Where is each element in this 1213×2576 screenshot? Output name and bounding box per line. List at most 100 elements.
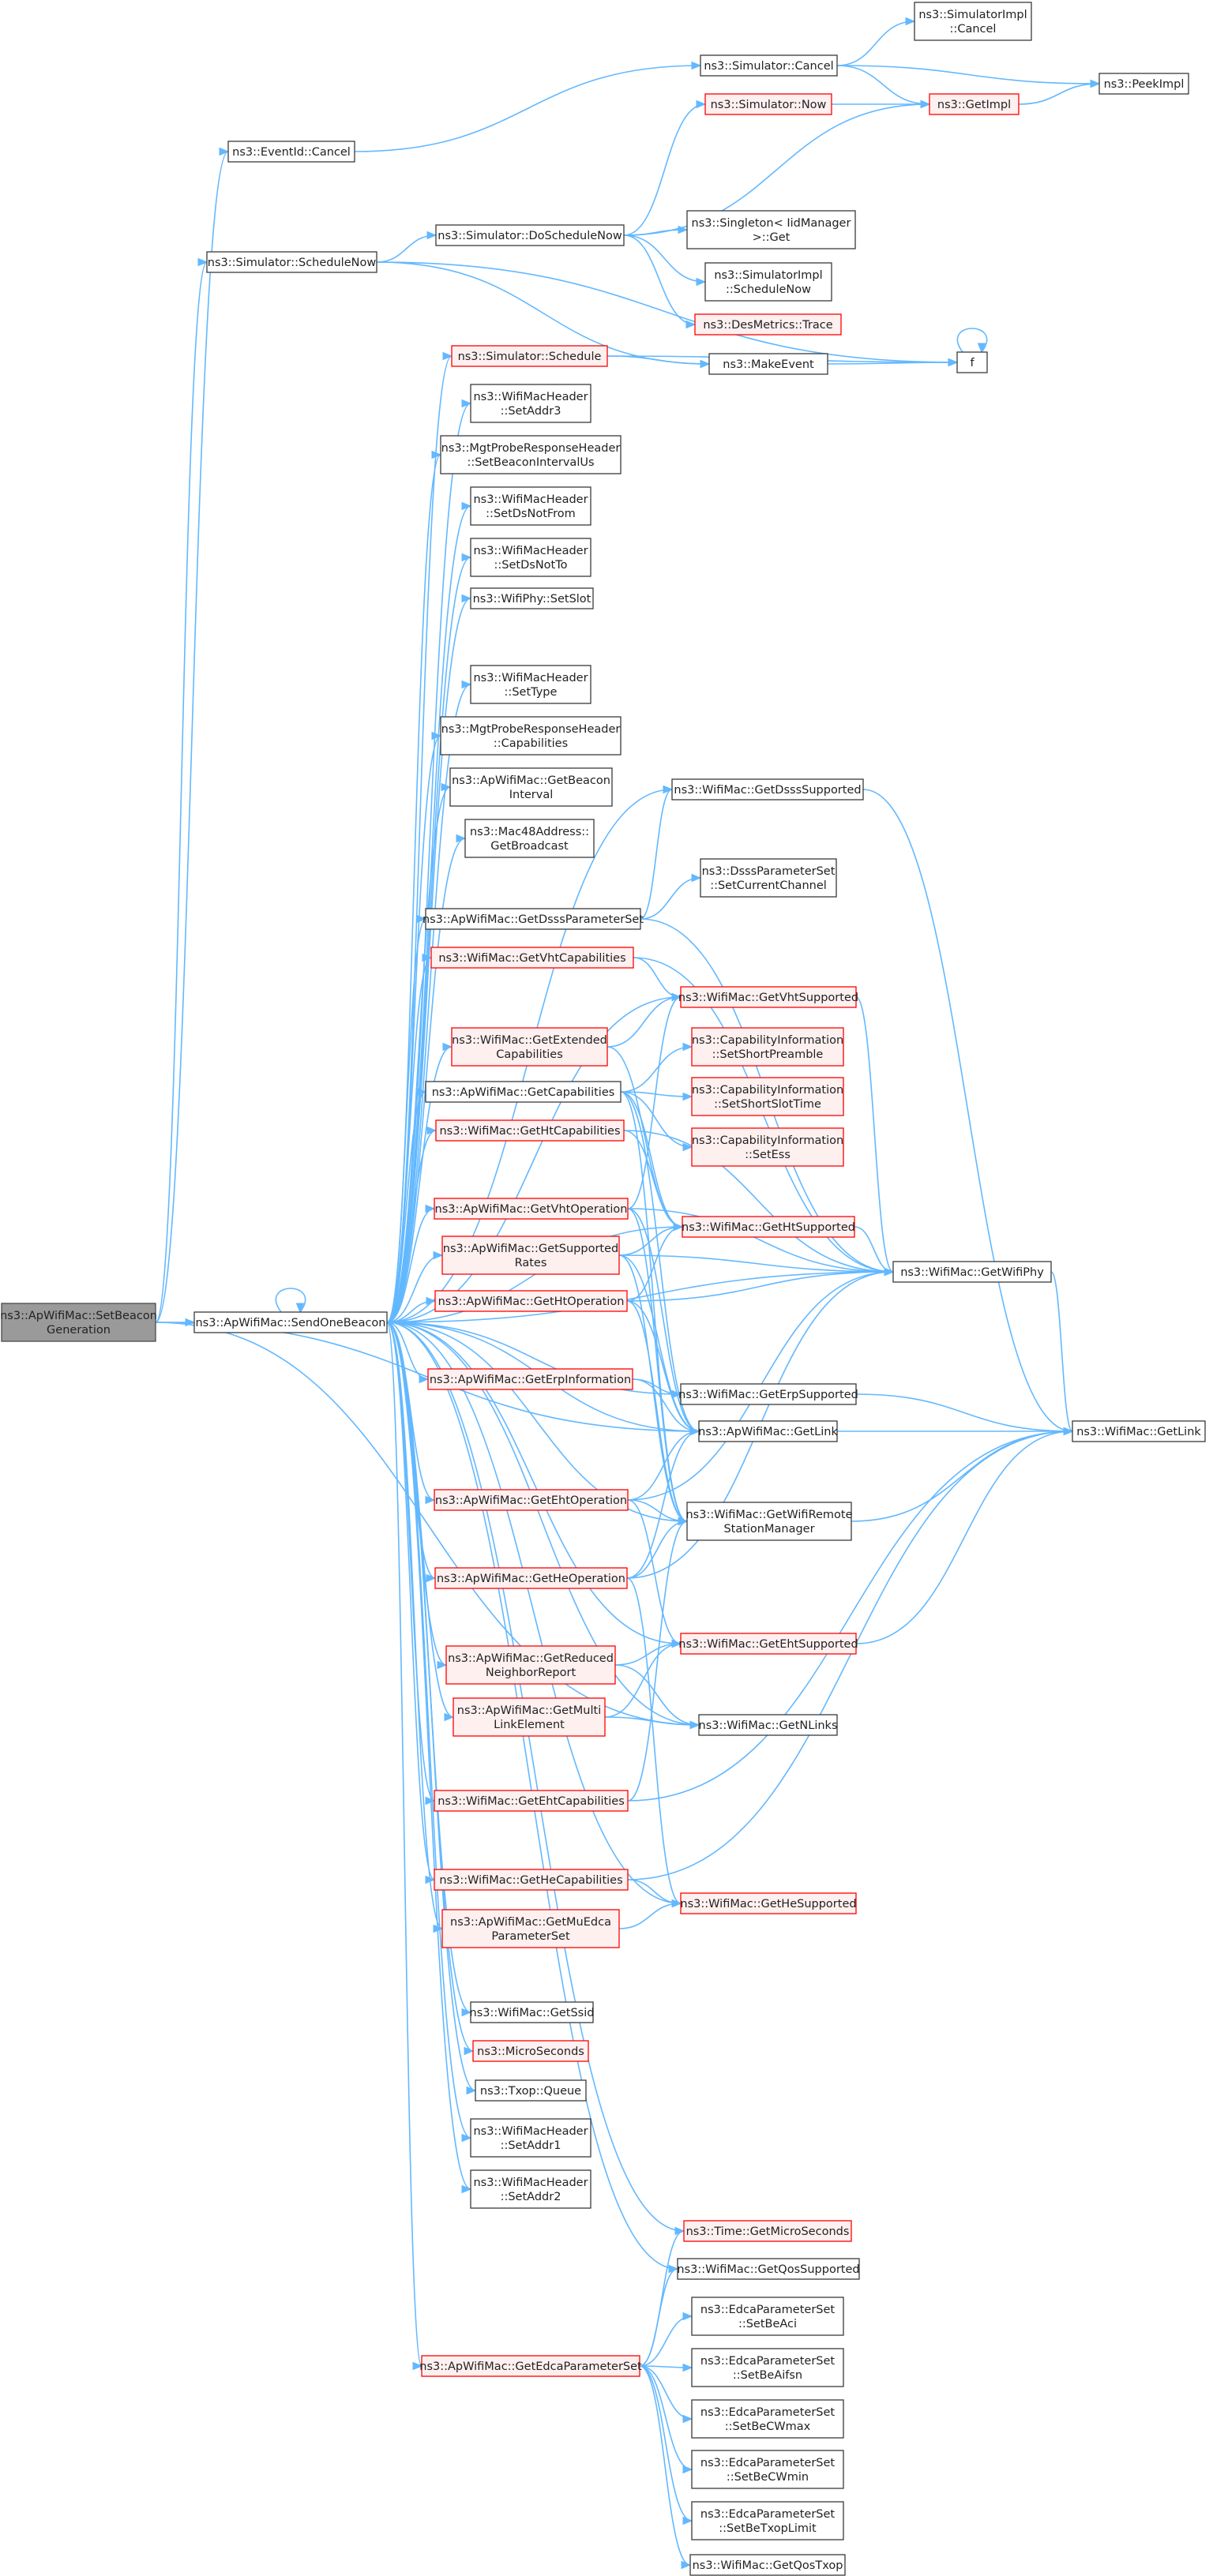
node-setcurrentchannel[interactable]: ns3::DsssParameterSet::SetCurrentChannel <box>700 858 837 898</box>
node-getimpl[interactable]: ns3::GetImpl <box>929 93 1020 115</box>
node-setshortslottime[interactable]: ns3::CapabilityInformation::SetShortSlot… <box>691 1077 844 1116</box>
node-label: ns3::WifiMac::GetExtended <box>452 1034 607 1047</box>
node-gethtcapabilities[interactable]: ns3::WifiMac::GetHtCapabilities <box>435 1119 625 1142</box>
node-label: ::ScheduleNow <box>726 283 811 296</box>
node-setdsnotfrom[interactable]: ns3::WifiMacHeader::SetDsNotFrom <box>470 486 591 526</box>
node-sim-cancel[interactable]: ns3::Simulator::Cancel <box>700 54 838 77</box>
edge-line <box>386 1322 682 1644</box>
node-settype[interactable]: ns3::WifiMacHeader::SetType <box>470 665 591 704</box>
node-sim-now[interactable]: ns3::Simulator::Now <box>704 93 832 115</box>
node-box <box>956 351 988 373</box>
node-getwifiphy[interactable]: ns3::WifiMac::GetWifiPhy <box>892 1261 1052 1283</box>
node-gethtoperation[interactable]: ns3::ApWifiMac::GetHtOperation <box>434 1290 628 1312</box>
node-getqostxop[interactable]: ns3::WifiMac::GetQosTxop <box>689 2554 846 2576</box>
node-getdssssupported[interactable]: ns3::WifiMac::GetDsssSupported <box>671 778 864 801</box>
node-aplink[interactable]: ns3::ApWifiMac::GetLink <box>698 1420 838 1442</box>
node-label: ns3::WifiMac::GetDsssSupported <box>674 784 861 797</box>
node-label: ns3::WifiMacHeader <box>473 493 588 506</box>
node-box <box>470 538 591 577</box>
node-wifilink[interactable]: ns3::WifiMac::GetLink <box>1072 1420 1206 1442</box>
edge-arrowhead <box>442 1042 453 1052</box>
node-label: ns3::ApWifiMac::SetBeacon <box>0 1310 157 1322</box>
node-microseconds[interactable]: ns3::MicroSeconds <box>472 2040 589 2062</box>
node-setaddr3[interactable]: ns3::WifiMacHeader::SetAddr3 <box>470 384 591 423</box>
node-getbroadcast[interactable]: ns3::Mac48Address::GetBroadcast <box>464 819 595 858</box>
node-desmetrics-trace[interactable]: ns3::DesMetrics::Trace <box>694 313 842 336</box>
node-box <box>451 1027 608 1067</box>
node-box <box>435 224 625 246</box>
node-time-getmicroseconds[interactable]: ns3::Time::GetMicroSeconds <box>683 2220 852 2242</box>
edge-sim-doschedulenow-to-sim-now <box>623 99 707 236</box>
edge-arrowhead <box>696 277 707 287</box>
node-setaddr1[interactable]: ns3::WifiMacHeader::SetAddr1 <box>470 2118 591 2158</box>
node-simimpl-schedulenow[interactable]: ns3::SimulatorImpl::ScheduleNow <box>704 262 832 302</box>
node-eventid-cancel[interactable]: ns3::EventId::Cancel <box>227 141 355 163</box>
node-geterpinformation[interactable]: ns3::ApWifiMac::GetErpInformation <box>427 1368 633 1390</box>
edge-send-one-beacon-to-getbroadcast <box>386 834 467 1323</box>
edge-send-one-beacon-to-send-one-beacon <box>275 1288 306 1314</box>
node-getdsssparameterset[interactable]: ns3::ApWifiMac::GetDsssParameterSet <box>422 908 644 930</box>
node-peekimpl[interactable]: ns3::PeekImpl <box>1098 73 1189 95</box>
node-setaddr2[interactable]: ns3::WifiMacHeader::SetAddr2 <box>470 2169 591 2209</box>
node-txop-queue[interactable]: ns3::Txop::Queue <box>475 2079 587 2102</box>
node-box <box>470 2001 594 2023</box>
node-getehtcapabilities[interactable]: ns3::WifiMac::GetEhtCapabilities <box>434 1790 629 1812</box>
node-sim-doschedulenow[interactable]: ns3::Simulator::DoScheduleNow <box>435 224 625 246</box>
node-getheoperation[interactable]: ns3::ApWifiMac::GetHeOperation <box>434 1567 628 1589</box>
node-gethecapabilities[interactable]: ns3::WifiMac::GetHeCapabilities <box>434 1869 629 1891</box>
node-setslot[interactable]: ns3::WifiPhy::SetSlot <box>470 587 594 609</box>
node-gethesupported[interactable]: ns3::WifiMac::GetHeSupported <box>680 1892 857 1914</box>
node-getremotestationmanager[interactable]: ns3::WifiMac::GetWifiRemoteStationManage… <box>685 1502 853 1541</box>
node-setess[interactable]: ns3::CapabilityInformation::SetEss <box>691 1127 844 1167</box>
node-getvhtoperation[interactable]: ns3::ApWifiMac::GetVhtOperation <box>434 1198 629 1220</box>
node-box <box>686 1502 852 1541</box>
node-capabilities[interactable]: ns3::MgtProbeResponseHeader::Capabilitie… <box>440 716 622 756</box>
edge-arrowhead <box>416 914 427 924</box>
node-setbecwmax[interactable]: ns3::EdcaParameterSet::SetBeCWmax <box>691 2399 844 2439</box>
node-f[interactable]: f <box>956 351 988 373</box>
node-getvhtsupported[interactable]: ns3::WifiMac::GetVhtSupported <box>678 986 858 1008</box>
node-setbeaconinterval[interactable]: ns3::MgtProbeResponseHeader::SetBeaconIn… <box>440 435 622 474</box>
edge-arrowhead <box>682 1142 693 1152</box>
node-getnlinks[interactable]: ns3::WifiMac::GetNLinks <box>698 1714 838 1736</box>
node-getqossupported[interactable]: ns3::WifiMac::GetQosSupported <box>677 2258 860 2280</box>
node-getssid[interactable]: ns3::WifiMac::GetSsid <box>470 2001 595 2023</box>
node-setshortpreamble[interactable]: ns3::CapabilityInformation::SetShortPrea… <box>691 1027 844 1067</box>
node-sim-schedule[interactable]: ns3::Simulator::Schedule <box>451 345 608 367</box>
node-box <box>691 1077 844 1116</box>
node-send-one-beacon[interactable]: ns3::ApWifiMac::SendOneBeacon <box>193 1311 388 1333</box>
edge-line <box>627 1499 682 1644</box>
edge-getedcaparameterset-to-setbeaci <box>639 2312 693 2367</box>
node-getvhtcapabilities[interactable]: ns3::WifiMac::GetVhtCapabilities <box>430 947 634 969</box>
node-getehtsupported[interactable]: ns3::WifiMac::GetEhtSupported <box>678 1633 858 1655</box>
node-setbecwmin[interactable]: ns3::EdcaParameterSet::SetBeCWmin <box>691 2450 844 2489</box>
edge-arrowhead <box>466 2086 477 2095</box>
edge-getcapabilities-to-setess <box>620 1091 693 1152</box>
node-makeevent[interactable]: ns3::MakeEvent <box>708 353 828 375</box>
node-getcapabilities[interactable]: ns3::ApWifiMac::GetCapabilities <box>425 1081 622 1103</box>
edge-line <box>627 1430 1073 1880</box>
node-singleton-get[interactable]: ns3::Singleton< IidManager>::Get <box>686 210 856 249</box>
edge-arrowhead <box>905 17 916 26</box>
node-getedcaparameterset[interactable]: ns3::ApWifiMac::GetEdcaParameterSet <box>419 2355 642 2377</box>
node-setbeaifsn[interactable]: ns3::EdcaParameterSet::SetBeAifsn <box>691 2348 844 2387</box>
node-getehtoperation[interactable]: ns3::ApWifiMac::GetEhtOperation <box>434 1489 629 1511</box>
node-label: ::SetAddr3 <box>501 405 561 418</box>
node-geterpsupported[interactable]: ns3::WifiMac::GetErpSupported <box>678 1383 858 1405</box>
node-label: ns3::Txop::Queue <box>480 2085 581 2098</box>
node-sim-schedulenow[interactable]: ns3::Simulator::ScheduleNow <box>206 251 377 273</box>
node-setbeaci[interactable]: ns3::EdcaParameterSet::SetBeAci <box>691 2297 844 2336</box>
node-box <box>193 1311 388 1333</box>
node-setbetxoplimit[interactable]: ns3::EdcaParameterSet::SetBeTxopLimit <box>691 2501 844 2540</box>
node-setdsnotto[interactable]: ns3::WifiMacHeader::SetDsNotTo <box>470 538 591 577</box>
node-simimpl-cancel[interactable]: ns3::SimulatorImpl::Cancel <box>914 2 1032 41</box>
node-gethtsupported[interactable]: ns3::WifiMac::GetHtSupported <box>682 1216 855 1238</box>
edge-send-one-beacon-to-setaddr2 <box>386 1322 472 2194</box>
